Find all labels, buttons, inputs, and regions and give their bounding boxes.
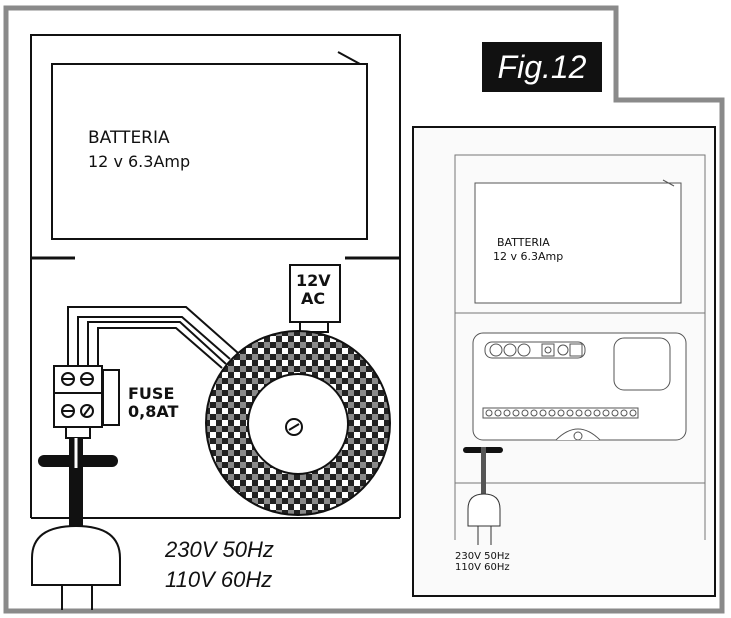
transformer-screw	[285, 418, 303, 436]
transformer-output-type: AC	[301, 289, 326, 308]
figure-label: Fig.12	[482, 42, 602, 92]
battery-lead	[337, 51, 361, 65]
inset-battery-rating: 12 v 6.3Amp	[493, 250, 564, 263]
fuse-block	[53, 365, 120, 439]
mains-cable	[69, 438, 83, 526]
mains-plug	[31, 524, 121, 610]
mains-voltage-230: 230V 50Hz	[165, 537, 274, 562]
battery	[51, 63, 368, 240]
inset-plug	[467, 493, 501, 545]
inset-battery-label: BATTERIA	[497, 236, 550, 249]
inset-enclosure	[454, 154, 706, 540]
inset-cable	[481, 447, 486, 497]
inset-control-board	[472, 332, 687, 441]
inset-battery-lead	[662, 179, 675, 187]
fuse-rating: 0,8AT	[128, 402, 179, 421]
inset-terminal-strip	[482, 407, 639, 419]
inset-mains-voltage-110: 110V 60Hz	[455, 562, 510, 573]
inset-battery	[474, 182, 682, 304]
fuse-label: FUSE	[128, 384, 175, 403]
battery-rating: 12 v 6.3Amp	[88, 152, 191, 171]
mains-voltage-110: 110V 60Hz	[165, 567, 273, 592]
inset-mains-voltage-230: 230V 50Hz	[455, 551, 510, 562]
main-enclosure	[30, 34, 401, 519]
mains-wires	[67, 306, 239, 372]
transformer-output-voltage: 12V	[296, 271, 331, 290]
battery-label: BATTERIA	[88, 128, 170, 148]
outer-frame	[3, 5, 725, 614]
